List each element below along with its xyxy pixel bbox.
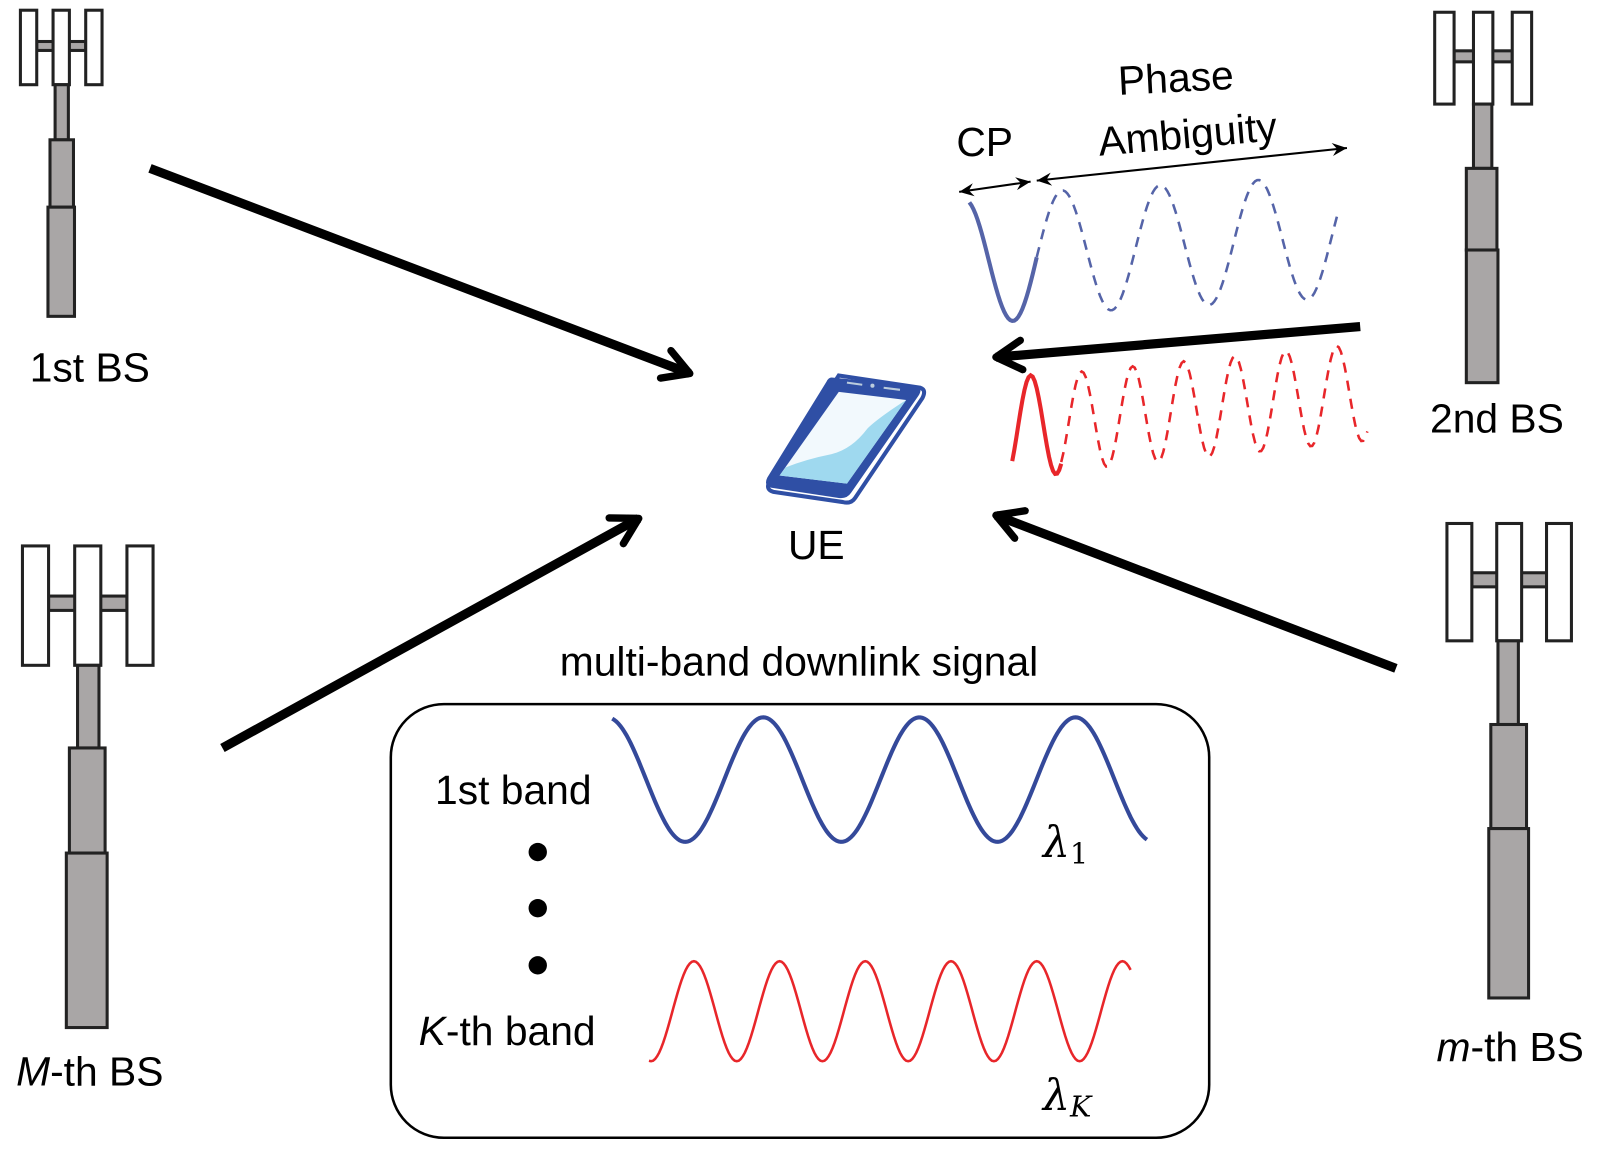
bandK-label: K-th band: [419, 1008, 596, 1054]
cp-label: CP: [956, 119, 1013, 165]
arrow-1st-bs: [148, 164, 694, 382]
lambda1-label: λ1: [1041, 818, 1088, 870]
blue-cp-wave: [967, 201, 1039, 324]
base-station-1-icon: [18, 8, 104, 318]
ellipsis-dot: [528, 956, 547, 975]
base-station-2-icon: [1433, 10, 1534, 385]
phase-ambiguity-arrow: [1036, 143, 1348, 186]
ellipsis-dot: [528, 898, 547, 918]
bs-m-label: m-th BS: [1437, 1024, 1584, 1070]
ambiguity-label: Ambiguity: [1096, 103, 1279, 164]
base-station-m-icon: [1445, 521, 1573, 1000]
arrow-2nd-bs: [992, 321, 1361, 374]
blue-dashed-wave: [1035, 178, 1341, 312]
ellipsis-dot: [528, 842, 547, 862]
bs-1-label: 1st BS: [30, 345, 150, 391]
band1-wave: [611, 715, 1149, 844]
arrow-m-bs: [992, 507, 1398, 673]
bs-M-label: M-th BS: [16, 1049, 163, 1095]
lambdaK-label: λK: [1041, 1071, 1093, 1123]
bs-2-label: 2nd BS: [1430, 396, 1564, 442]
multi-band-box: [389, 702, 1211, 1140]
base-station-M-icon: [20, 544, 155, 1030]
band1-label: 1st band: [435, 767, 592, 813]
ue-label: UE: [788, 522, 845, 568]
arrow-mth-bs-big: [220, 514, 643, 752]
cp-arrow: [959, 177, 1031, 197]
bandK-wave: [648, 959, 1132, 1063]
phase-label: Phase: [1117, 52, 1235, 104]
box-title: multi-band downlink signal: [560, 639, 1039, 685]
red-dashed-wave: [1059, 344, 1369, 468]
phone-icon: [765, 373, 927, 505]
red-cp-wave: [1010, 372, 1064, 477]
